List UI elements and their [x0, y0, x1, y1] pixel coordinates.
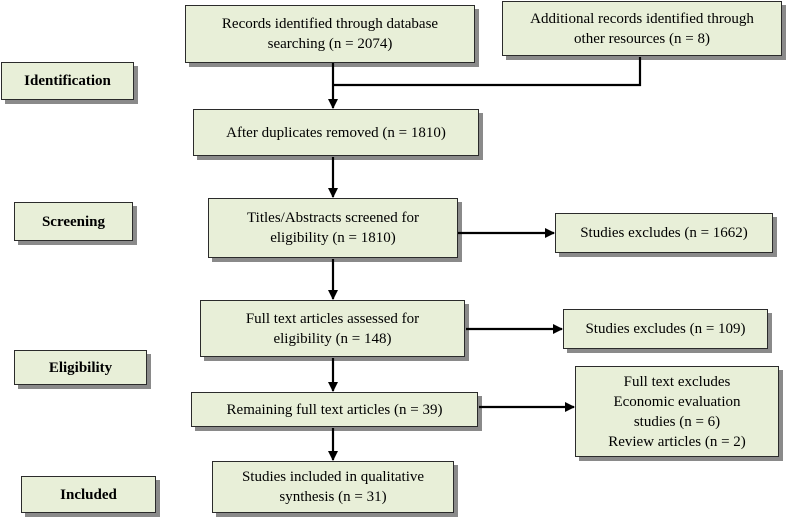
duplicates-removed-line-1: After duplicates removed (n = 1810) [226, 124, 446, 141]
fulltext-excludes-line-1: Full text excludes [623, 373, 731, 390]
database-search-line-2: searching (n = 2074) [267, 36, 393, 52]
fulltext-excludes-box: Full text excludes Economic evaluation s… [575, 366, 779, 457]
excluded-fulltext-box: Studies excludes (n = 109) [563, 309, 768, 349]
remaining-fulltext-line-1: Remaining full text articles (n = 39) [226, 401, 443, 418]
excluded-screening-box: Studies excludes (n = 1662) [555, 213, 773, 253]
stage-included: Included [21, 476, 156, 513]
stage-identification: Identification [1, 62, 134, 100]
fulltext-excludes-line-4: Review articles (n = 2) [608, 433, 746, 450]
stage-screening: Screening [14, 202, 133, 241]
duplicates-removed-box: After duplicates removed (n = 1810) [193, 109, 479, 156]
fulltext-assessed-box: Full text articles assessed for eligibil… [200, 300, 465, 357]
included-synthesis-box: Studies included in qualitative synthesi… [212, 461, 454, 513]
remaining-fulltext-box: Remaining full text articles (n = 39) [191, 392, 478, 427]
titles-screened-line-1: Titles/Abstracts screened for [247, 210, 419, 226]
excluded-fulltext-line-1: Studies excludes (n = 109) [585, 321, 746, 337]
database-search-line-1: Records identified through database [221, 16, 439, 32]
fulltext-assessed-line-2: eligibility (n = 148) [273, 330, 392, 347]
connector-other-resources [333, 57, 642, 87]
stage-eligibility: Eligibility [14, 350, 147, 385]
stage-identification-label: Identification [24, 73, 111, 89]
included-synthesis-line-1: Studies included in qualitative [241, 469, 425, 485]
excluded-screening-line-1: Studies excludes (n = 1662) [580, 225, 748, 241]
other-resources-line-1: Additional records identified through [530, 10, 754, 27]
other-resources-box: Additional records identified through ot… [502, 1, 782, 56]
titles-screened-box: Titles/Abstracts screened for eligibilit… [208, 198, 458, 258]
stage-included-label: Included [60, 486, 117, 503]
fulltext-excludes-line-2: Economic evaluation [613, 393, 741, 410]
included-synthesis-line-2: synthesis (n = 31) [279, 489, 387, 505]
stage-eligibility-label: Eligibility [48, 359, 113, 376]
fulltext-assessed-line-1: Full text articles assessed for [245, 310, 420, 327]
fulltext-excludes-line-3: studies (n = 6) [633, 413, 721, 430]
titles-screened-line-2: eligibility (n = 1810) [270, 230, 396, 246]
other-resources-line-2: other resources (n = 8) [574, 30, 710, 47]
stage-screening-label: Screening [41, 213, 106, 230]
database-search-box: Records identified through database sear… [185, 5, 475, 63]
